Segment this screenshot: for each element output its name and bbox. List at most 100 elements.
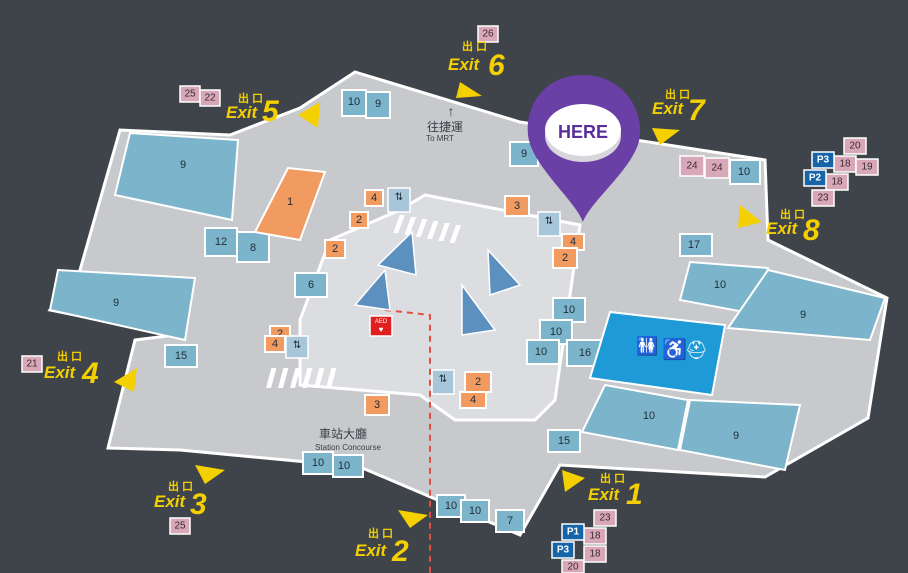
escalator-icon[interactable] bbox=[353, 268, 391, 311]
svg-text:Exit: Exit bbox=[766, 219, 799, 238]
svg-text:10: 10 bbox=[348, 96, 360, 108]
you-are-here-pin: HERE bbox=[527, 75, 641, 222]
shop-10-right-lower[interactable] bbox=[580, 383, 690, 452]
shop-10-bottom-b[interactable] bbox=[332, 454, 364, 478]
svg-text:25: 25 bbox=[174, 521, 186, 532]
exit-3[interactable]: 出 口 Exit 3 25 bbox=[154, 465, 225, 535]
shop-6[interactable] bbox=[294, 272, 328, 298]
svg-text:10: 10 bbox=[643, 410, 655, 422]
svg-text:10: 10 bbox=[563, 304, 575, 316]
svg-text:Exit: Exit bbox=[652, 99, 685, 118]
service-4-a[interactable] bbox=[364, 189, 384, 207]
svg-text:出 口: 出 口 bbox=[168, 479, 193, 493]
svg-text:8: 8 bbox=[250, 242, 256, 254]
heart-icon: ♥ bbox=[379, 325, 384, 334]
exit-1[interactable]: 出 口 Exit 1 23 18 20 18 P1 P3 bbox=[551, 470, 643, 573]
svg-text:出 口: 出 口 bbox=[368, 526, 393, 540]
svg-text:4: 4 bbox=[570, 236, 576, 248]
svg-text:15: 15 bbox=[558, 435, 570, 447]
exit-7[interactable]: 出 口 Exit 7 24 24 bbox=[652, 87, 730, 179]
escalator-icon[interactable] bbox=[376, 230, 417, 276]
shop-7[interactable] bbox=[495, 509, 525, 533]
service-2-b[interactable] bbox=[324, 239, 346, 259]
svg-text:10: 10 bbox=[312, 457, 324, 469]
elevator-icon[interactable] bbox=[431, 369, 455, 395]
shop-12[interactable] bbox=[204, 227, 238, 257]
shop-15-left[interactable] bbox=[164, 344, 198, 368]
exit-2[interactable]: 出 口 Exit 2 bbox=[355, 510, 428, 568]
svg-text:4: 4 bbox=[371, 192, 377, 204]
elevator-icon[interactable] bbox=[537, 211, 561, 237]
shop-10-right-top[interactable] bbox=[729, 159, 761, 185]
escalator-icon[interactable] bbox=[487, 247, 522, 297]
crosswalk-top bbox=[393, 215, 462, 243]
shop-9-right-lower[interactable] bbox=[678, 398, 802, 472]
svg-text:10: 10 bbox=[445, 500, 457, 512]
service-3-bottom[interactable] bbox=[364, 394, 390, 416]
service-4-b[interactable] bbox=[264, 335, 286, 353]
escalator-icon[interactable] bbox=[461, 282, 497, 336]
svg-text:4: 4 bbox=[470, 394, 476, 406]
svg-text:3: 3 bbox=[514, 200, 520, 212]
elevator-icons: ⇅ ⇅ ⇅ ⇅ bbox=[285, 187, 561, 395]
svg-text:2: 2 bbox=[391, 535, 409, 568]
exit-3-arrow-icon bbox=[195, 465, 225, 484]
shop-10-top[interactable] bbox=[341, 89, 367, 117]
service-1[interactable] bbox=[253, 166, 327, 242]
aed-icon[interactable] bbox=[369, 315, 393, 337]
service-blocks: 1 4 2 2 2 4 3 4 2 2 4 3 bbox=[253, 166, 585, 416]
svg-text:出 口: 出 口 bbox=[57, 349, 82, 363]
shop-8[interactable] bbox=[236, 231, 270, 263]
exit-1-arrow-icon bbox=[562, 470, 585, 492]
mrt-label-cn: 往捷運 bbox=[427, 119, 463, 134]
exit-8[interactable]: 出 口 Exit 8 20 18 19 18 23 P3 P2 bbox=[738, 137, 879, 247]
svg-text:9: 9 bbox=[375, 98, 381, 110]
service-3-top[interactable] bbox=[504, 195, 530, 217]
shop-9-top[interactable] bbox=[365, 91, 391, 119]
svg-text:⇅: ⇅ bbox=[439, 374, 447, 385]
svg-text:7: 7 bbox=[688, 94, 706, 127]
shop-blocks: 9 12 8 9 15 10 9 6 9 10 17 10 9 10 10 10… bbox=[48, 89, 887, 533]
wheelchair-icon: ♿ bbox=[662, 337, 687, 361]
svg-text:出 口: 出 口 bbox=[238, 91, 263, 105]
shop-9-left-bottom[interactable] bbox=[48, 268, 197, 342]
svg-text:24: 24 bbox=[686, 161, 698, 172]
svg-text:9: 9 bbox=[521, 148, 527, 160]
elevator-icon[interactable] bbox=[285, 335, 309, 359]
service-2-d[interactable] bbox=[552, 247, 578, 269]
elevator-icon[interactable] bbox=[387, 187, 411, 213]
shop-9-left-top[interactable] bbox=[113, 131, 240, 222]
shop-15-right[interactable] bbox=[547, 429, 581, 453]
svg-text:Exit: Exit bbox=[588, 485, 621, 504]
exit-6[interactable]: 26 出 口 Exit 6 bbox=[448, 25, 505, 98]
svg-text:23: 23 bbox=[817, 193, 829, 204]
svg-text:18: 18 bbox=[839, 159, 851, 170]
aed-label: AED bbox=[375, 319, 388, 325]
svg-text:Exit: Exit bbox=[44, 363, 77, 382]
svg-text:⇅: ⇅ bbox=[395, 192, 403, 203]
shop-10-center-c[interactable] bbox=[526, 339, 560, 365]
shop-17[interactable] bbox=[679, 233, 713, 257]
svg-text:4: 4 bbox=[272, 338, 278, 350]
svg-text:10: 10 bbox=[469, 505, 481, 517]
svg-text:10: 10 bbox=[550, 326, 562, 338]
concourse-label-en: Station Concourse bbox=[315, 443, 381, 452]
concourse-label-cn: 車站大廳 bbox=[319, 426, 367, 441]
escalator-icons bbox=[353, 230, 522, 336]
svg-text:8: 8 bbox=[803, 214, 820, 247]
shop-10-bottom-d[interactable] bbox=[460, 499, 490, 523]
svg-text:出 口: 出 口 bbox=[665, 87, 690, 101]
svg-text:10: 10 bbox=[714, 279, 726, 291]
exit-5[interactable]: 出 口 Exit 5 25 22 bbox=[179, 85, 320, 128]
service-2-a[interactable] bbox=[349, 211, 369, 229]
svg-text:出 口: 出 口 bbox=[600, 471, 625, 485]
route-line bbox=[384, 309, 431, 573]
shop-9-right-upper[interactable] bbox=[726, 268, 887, 342]
service-4-d[interactable] bbox=[459, 391, 487, 409]
restroom-facility[interactable] bbox=[588, 310, 727, 397]
baby-care-icon: ⛑ bbox=[685, 340, 708, 360]
restroom-icon: 🚻 bbox=[636, 335, 658, 356]
exit-4[interactable]: 21 出 口 Exit 4 bbox=[21, 349, 137, 392]
svg-text:3: 3 bbox=[374, 399, 380, 411]
